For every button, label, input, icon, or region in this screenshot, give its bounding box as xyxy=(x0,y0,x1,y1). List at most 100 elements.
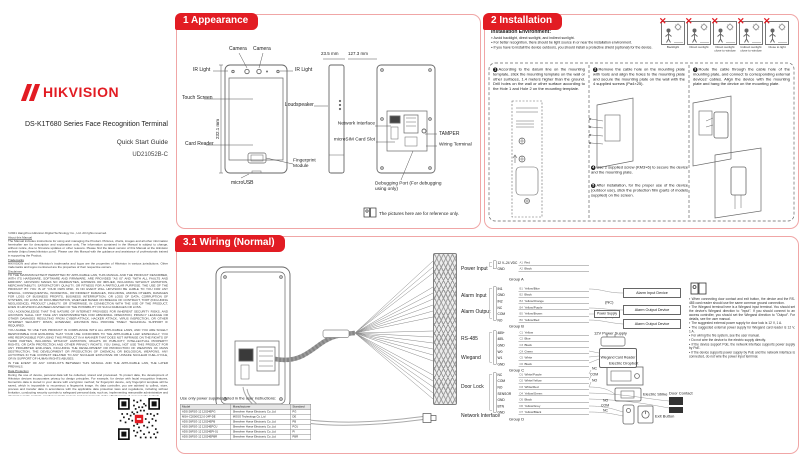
step-text: According to the datum line on the mount… xyxy=(493,67,585,91)
env-icon-card: Direct sunlight close to window xyxy=(713,21,737,58)
power-supply-table: Model Manufacturer Standard ADS-26FSG-12… xyxy=(179,404,312,448)
tamper-label: TAMPER xyxy=(439,131,460,137)
note-item: The Wiegand terminal here is a Wiegand i… xyxy=(689,305,795,321)
bundle-label: Wiegand xyxy=(461,355,481,361)
legal-heading: About this Manual xyxy=(8,236,33,240)
bundle-label: Alarm Input xyxy=(461,293,487,299)
legal-heading: Trademarks xyxy=(8,258,24,262)
pin-label: 485+ xyxy=(497,331,505,335)
note-item: If the device support PoE, the network i… xyxy=(689,342,795,350)
wire-code: C5 xyxy=(519,356,524,360)
wire-code: A2 xyxy=(519,267,523,271)
pin-label: GND xyxy=(497,267,505,272)
wiring-header: 3.1 Wiring (Normal) xyxy=(175,235,285,252)
installation-diagrams xyxy=(488,62,795,222)
step-number: 4 xyxy=(591,165,596,170)
legal-heading: Data Protection xyxy=(8,370,29,374)
wire-color: Green xyxy=(524,350,533,354)
no-tag: NO xyxy=(603,399,609,403)
note-item: The suggested external power supply for … xyxy=(689,325,795,333)
step-text: Route the cable through the cable hole o… xyxy=(693,67,790,87)
height-dimension: 232.1 mm xyxy=(215,118,220,139)
group-caption: Group B xyxy=(509,324,524,329)
wire-color: White/Purple xyxy=(524,373,542,377)
bundle-label: RS-485 xyxy=(461,336,478,342)
legal-paragraph: HIKVISION and other Hikvision's trademar… xyxy=(8,262,168,269)
pin-label: W1 xyxy=(497,356,503,361)
wire-color: Yellow/Black xyxy=(524,411,542,415)
sun-person-icon xyxy=(743,23,761,43)
env-title: Installation Environment: xyxy=(491,29,552,35)
wire-code: B4 xyxy=(519,306,523,310)
env-caption: Direct sunlight close to window xyxy=(714,46,736,53)
env-illustration xyxy=(765,21,789,45)
terminal-block xyxy=(493,286,497,321)
legal-paragraph: YOU ACKNOWLEDGE THAT THE NATURE OF INTER… xyxy=(8,310,168,328)
bracket xyxy=(489,262,492,268)
sun-person-icon xyxy=(691,23,709,43)
wire-code: A1 xyxy=(519,261,523,265)
terminal-block xyxy=(493,372,497,413)
group-caption: Group C xyxy=(509,368,525,373)
nc-tag: NC xyxy=(603,409,609,413)
appearance-diagram xyxy=(204,52,437,218)
appearance-section: 1 Appearance xyxy=(175,13,481,229)
env-caption: Backlight xyxy=(666,46,680,49)
note-icon xyxy=(363,207,377,218)
wire-color: Yellow/Blue xyxy=(524,287,540,291)
wire-color: Red xyxy=(524,261,530,265)
sun-person-icon xyxy=(769,23,787,43)
group-caption: Group D xyxy=(509,417,525,422)
power-supply-box: Power Supply xyxy=(594,310,620,318)
step-number: 2 xyxy=(593,67,598,72)
note-item: If the device supports power supply by P… xyxy=(689,351,795,359)
step-text: Remove the cable hole on the mounting pl… xyxy=(593,67,685,87)
environment-icons: Backlight xyxy=(661,21,789,58)
alarm-input-device-box: Alarm Input Device xyxy=(623,288,681,298)
pin-label: BTN xyxy=(497,404,505,409)
pin-label: NC xyxy=(497,306,503,310)
camera-label: Camera xyxy=(253,46,271,52)
nc-tag: (NC) xyxy=(605,300,614,305)
wire-color: Blue xyxy=(524,337,531,341)
width-dimension: 127.3 mm xyxy=(348,51,369,56)
terminal-block xyxy=(493,260,497,270)
note-item: Do not wire the device to the electric s… xyxy=(689,338,795,343)
wire-color: Yellow/Orange xyxy=(524,300,544,304)
model-cell: ADS-26FSG-12 12024EPBR xyxy=(179,434,232,440)
electric-strike-label: Electric Strike xyxy=(643,392,668,397)
legal-paragraph: IN THE EVENT OF ANY CONFLICTS BETWEEN TH… xyxy=(8,362,168,369)
wire-color: White xyxy=(524,356,533,360)
standard-cell: PBR xyxy=(290,434,312,440)
legal-heading: Disclaimer xyxy=(8,270,23,274)
legal-paragraph: The Manual includes instructions for usi… xyxy=(8,240,168,258)
